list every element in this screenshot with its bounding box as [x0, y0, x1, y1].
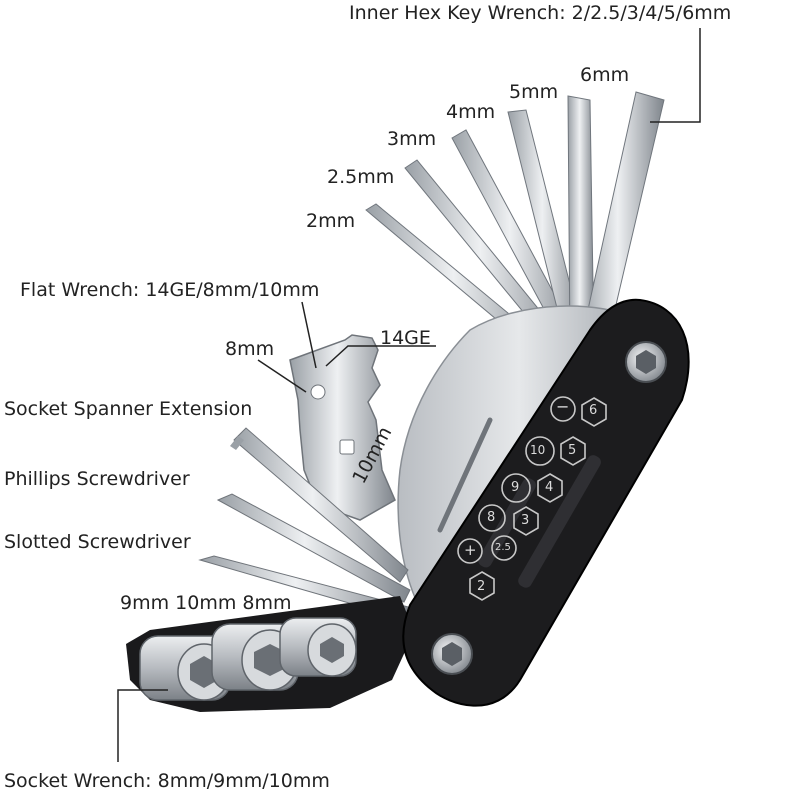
plate-mark-2-5: 2.5 — [495, 542, 511, 553]
label-flat-8mm: 8mm — [225, 338, 275, 360]
label-hex-2mm: 2mm — [306, 210, 356, 232]
label-socket-extension: Socket Spanner Extension — [4, 398, 253, 420]
plate-mark-10: 10 — [530, 443, 546, 457]
label-flat-wrench: Flat Wrench: 14GE/8mm/10mm — [20, 279, 320, 301]
slotted-screwdriver — [216, 493, 411, 603]
label-hex-5mm: 5mm — [509, 81, 559, 103]
label-hex-4mm: 4mm — [446, 101, 496, 123]
plate-marking-shapes — [457, 396, 607, 601]
plate-mark-3: 3 — [521, 513, 530, 528]
label-inner-hex-key: Inner Hex Key Wrench: 2/2.5/3/4/5/6mm — [349, 2, 732, 24]
plate-mark-9: 9 — [511, 480, 520, 495]
plate-mark-6: 6 — [589, 403, 598, 418]
bolt-bottom — [431, 633, 473, 675]
label-phillips-screwdriver: Phillips Screwdriver — [4, 468, 190, 490]
plate-mark-plus: + — [464, 541, 477, 559]
plate-mark-minus: − — [556, 397, 570, 416]
label-hex-2-5mm: 2.5mm — [327, 166, 395, 188]
label-hex-3mm: 3mm — [387, 128, 437, 150]
plate-mark-2: 2 — [477, 579, 486, 594]
label-flat-14ge: 14GE — [380, 327, 431, 349]
plate-mark-8: 8 — [487, 510, 496, 525]
label-socket-wrench: Socket Wrench: 8mm/9mm/10mm — [4, 770, 330, 792]
phillips-screwdriver — [230, 427, 409, 583]
bolt-top — [625, 341, 667, 383]
socket-8mm — [279, 617, 357, 677]
plate-mark-4: 4 — [545, 480, 554, 495]
label-socket-sizes: 9mm 10mm 8mm — [120, 592, 292, 614]
label-hex-6mm: 6mm — [580, 64, 630, 86]
flat-wrench — [289, 334, 396, 521]
plate-mark-5: 5 — [568, 443, 577, 458]
label-slotted-screwdriver: Slotted Screwdriver — [4, 531, 191, 553]
